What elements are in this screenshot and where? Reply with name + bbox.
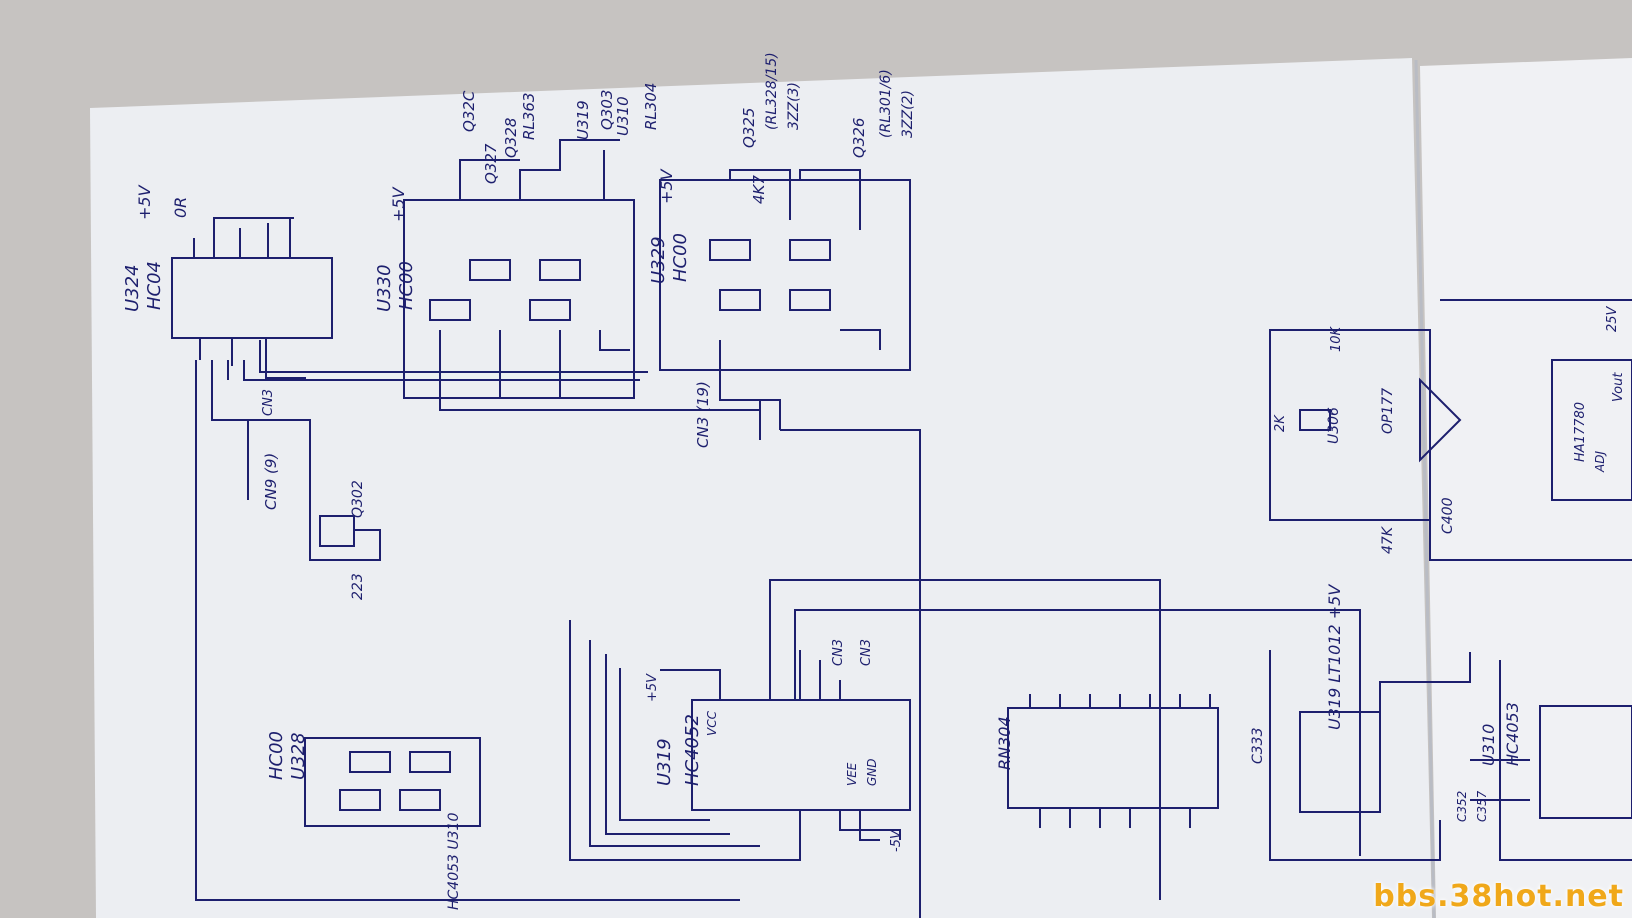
u319-top-label: U319 (574, 100, 592, 140)
u324-chip (171, 257, 333, 339)
u329-supply-label: +5V (657, 168, 676, 204)
rn304-label: RN304 (995, 716, 1014, 770)
minus5v-label: -5V (889, 829, 904, 852)
rl328-label: (RL328/15) (764, 52, 780, 130)
ink-traces (171, 139, 1632, 918)
cn13c-label: CN3 (831, 639, 846, 666)
c400-label: C400 (1440, 497, 1456, 534)
gnd-label: GND (865, 758, 879, 786)
op177-label: OP177 (1380, 388, 1396, 434)
u328-label: U328 (288, 732, 309, 780)
c352-label: C352 (1455, 791, 1469, 822)
u330-label: U330 (374, 264, 395, 312)
u359-label: U319 LT1012 +5V (1325, 584, 1344, 730)
r10k-label: 10K (1329, 325, 1344, 352)
u329-label: U329 (648, 236, 669, 284)
u303-note-label: Q303 (598, 90, 616, 130)
r47k-label: 47K (1380, 525, 1396, 554)
cn13a-label: CN3 (19) (694, 381, 712, 448)
q302-label: Q302 (350, 480, 366, 518)
q327-label: Q327 (482, 143, 500, 184)
u310-label: U310 (1479, 724, 1498, 766)
q325-label: Q325 (740, 108, 758, 148)
c357-label: C357 (1475, 790, 1489, 822)
sub325-label: 3ZZ(3) (786, 82, 802, 130)
q326-note-label: Q32C (460, 90, 478, 132)
res-4k7-label: 4K7 (750, 175, 768, 204)
rl304-note-label: RL304 (642, 83, 660, 130)
c333-label: C333 (1250, 728, 1266, 765)
q326-label: Q326 (850, 118, 868, 158)
u330-supply-label: +5V (389, 186, 408, 222)
cn9-label: CN9 (9) (262, 453, 280, 510)
vout-label: Vout (1611, 372, 1626, 402)
u319-part-label: HC4052 (682, 714, 703, 786)
u330-part-label: HC00 (396, 261, 417, 310)
q328-note-label: RL363 (520, 93, 538, 140)
q328-label: Q328 (502, 118, 520, 158)
watermark: bbs.38hot.net (1373, 879, 1624, 914)
u324-part-label: HC04 (144, 261, 165, 310)
v25-label: 25V (1605, 305, 1620, 332)
paper-sheet-right (1420, 58, 1632, 918)
hc4053-side-label: HC4053 U310 (446, 813, 462, 910)
vcc-label: VCC (705, 710, 719, 736)
hc00-label: HC00 (266, 731, 287, 780)
plus5v-label: +5V (645, 673, 660, 702)
ha17780-chip (1551, 359, 1632, 501)
r2k-label: 2K (1273, 414, 1288, 432)
cn13b-label: CN3 (261, 389, 276, 416)
u310-part-label: HC4053 (1503, 702, 1522, 766)
paper-fold (1414, 59, 1436, 918)
u324-supply-label: +5V (135, 184, 154, 220)
u310-chip (1539, 705, 1632, 819)
u329-chip (659, 179, 911, 371)
u324-label: U324 (122, 264, 143, 312)
paper-sheet-left (90, 58, 1432, 918)
u306-label: U306 (1326, 407, 1342, 444)
cn43-label: CN3 (859, 639, 874, 666)
adj-label: ADJ (1593, 451, 1607, 473)
u324-res-label: 0R (171, 197, 190, 218)
rn304-network (1007, 707, 1219, 809)
part780-label: HA17780 (1573, 402, 1588, 462)
r223-label: 223 (350, 573, 366, 600)
u310-top-label: U310 (614, 96, 632, 136)
ink-labels: U324 HC04 +5V 0R U330 HC00 +5V U329 HC00… (122, 52, 1626, 910)
u329-part-label: HC00 (670, 233, 691, 282)
sub326-label: 3ZZ(2) (900, 90, 916, 138)
rl301-label: (RL301/6) (878, 69, 894, 138)
u328-chip (304, 737, 481, 827)
u319-label: U319 (654, 738, 675, 786)
vee-label: VEE (845, 762, 859, 786)
